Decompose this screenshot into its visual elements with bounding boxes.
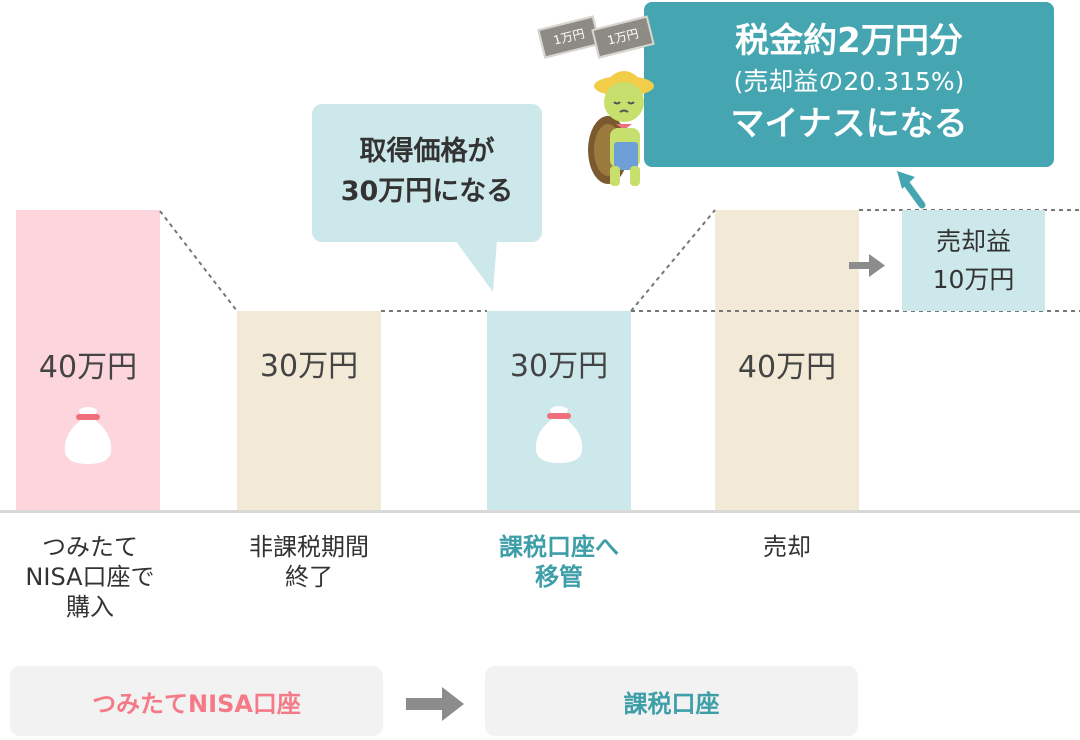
bubble-line: 取得価格が (359, 136, 495, 167)
tax-line-1: 税金約2万円分 (735, 21, 963, 61)
column-value: 40万円 (38, 350, 138, 385)
step-label-tax-free-end: 非課税期間 終了 (249, 533, 369, 591)
sale-gain-box: 売却益 10万円 (902, 210, 1045, 311)
tax-info-box: 税金約2万円分 (売却益の20.315%) マイナスになる (644, 2, 1054, 167)
step-label-transfer: 課税口座へ 移管 (499, 533, 619, 591)
acquisition-price-bubble: 取得価格が 30万円になる (312, 104, 542, 242)
arrow-right-icon (849, 254, 885, 277)
arrow-right-icon (406, 687, 464, 721)
bubble-line: 30万円になる (340, 176, 514, 207)
column-value: 40万円 (737, 350, 837, 385)
account-nisa: つみたてNISA口座 (10, 666, 383, 736)
money-bag-icon (535, 406, 583, 463)
step-label-purchase: つみたて NISA口座で 購入 (25, 533, 155, 621)
money-bag-icon (64, 407, 112, 464)
gain-line: 10万円 (932, 265, 1015, 294)
account-taxable: 課税口座 (485, 666, 858, 736)
column-sale: 40万円 (715, 210, 859, 511)
gain-line: 売却益 (935, 227, 1011, 256)
column-transfer-taxable: 30万円 (487, 311, 631, 511)
tax-line-3: マイナスになる (730, 104, 968, 144)
column-tax-free-end: 30万円 (237, 311, 381, 511)
column-nisa-purchase: 40万円 (16, 210, 160, 511)
bubble-tail (455, 240, 497, 292)
arrow-up-left-icon (897, 171, 926, 209)
baseline-divider (0, 510, 1080, 513)
column-value: 30万円 (509, 349, 609, 384)
column-value: 30万円 (259, 349, 359, 384)
tax-line-2: (売却益の20.315%) (733, 67, 965, 96)
turtle-mascot-icon (588, 71, 654, 186)
step-label-sale: 売却 (763, 533, 811, 561)
